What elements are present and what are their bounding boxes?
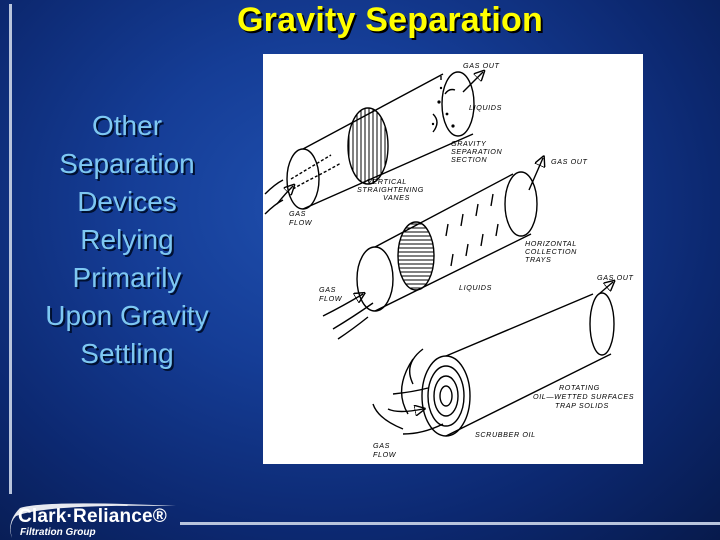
label-scrubber-oil: SCRUBBER OIL <box>475 430 536 439</box>
label-rotating-3: TRAP SOLIDS <box>555 401 609 410</box>
label-horizontal-2: COLLECTION <box>525 247 577 256</box>
unit-rotating-surfaces <box>372 292 615 437</box>
slide-title: Gravity Separation <box>237 1 543 39</box>
label-vertical-2: STRAIGHTENING <box>357 185 424 194</box>
logo-swoosh-icon <box>10 503 177 538</box>
label-gravity-1: GRAVITY <box>451 139 487 148</box>
side-text-line: Other <box>91 110 163 141</box>
side-text-line: Relying <box>80 224 174 255</box>
label-rotating-1: ROTATING <box>559 383 600 392</box>
label-gravity-2: SEPARATION <box>451 147 502 156</box>
droplets-1 <box>431 86 455 128</box>
side-text-line: Upon Gravity <box>45 300 209 331</box>
side-text-line: Devices <box>77 186 177 217</box>
label-rotating-2: OIL—WETTED SURFACES <box>533 392 634 401</box>
label-gas-out-3: GAS OUT <box>597 273 634 282</box>
label-gas-out-1: GAS OUT <box>463 61 500 70</box>
separator-diagram: GAS OUT LIQUIDS GRAVITY SEPARATION SECTI… <box>263 54 643 464</box>
label-gas-flow-1b: FLOW <box>289 218 313 227</box>
label-gravity-3: SECTION <box>451 155 487 164</box>
gas-out-arrow-1 <box>462 72 483 93</box>
label-liquids-1: LIQUIDS <box>469 103 502 112</box>
label-gas-flow-3b: FLOW <box>373 450 397 459</box>
label-vertical-3: VANES <box>383 193 410 202</box>
side-text-line: Separation <box>59 148 195 179</box>
gas-out-arrow-2 <box>528 158 543 191</box>
diagram-labels: GAS OUT LIQUIDS GRAVITY SEPARATION SECTI… <box>289 61 634 459</box>
label-gas-flow-3a: GAS <box>373 441 390 450</box>
unit-horizontal-trays <box>322 171 538 340</box>
bottom-border-rule <box>180 522 720 525</box>
label-gas-flow-2a: GAS <box>319 285 336 294</box>
separator-diagram-svg: GAS OUT LIQUIDS GRAVITY SEPARATION SECTI… <box>264 61 634 459</box>
side-text-line: Primarily <box>72 262 182 293</box>
side-description: Other Separation Devices Relying Primari… <box>18 107 236 373</box>
label-liquids-2: LIQUIDS <box>459 283 492 292</box>
label-gas-flow-2b: FLOW <box>319 294 343 303</box>
unit-vertical-vanes <box>264 71 475 215</box>
left-border-rule <box>9 4 12 494</box>
gas-out-arrow-3 <box>598 282 613 295</box>
clark-reliance-logo: Clark·Reliance® Filtration Group <box>6 502 186 540</box>
label-vertical-1: VERTICAL <box>367 177 407 186</box>
logo-subtitle: Filtration Group <box>20 527 96 538</box>
label-horizontal-3: TRAYS <box>525 255 551 264</box>
label-gas-out-2: GAS OUT <box>551 157 588 166</box>
label-gas-flow-1a: GAS <box>289 209 306 218</box>
logo-name: Clark·Reliance® <box>18 506 168 527</box>
side-text-line: Settling <box>80 338 174 369</box>
label-horizontal-1: HORIZONTAL <box>525 239 577 248</box>
